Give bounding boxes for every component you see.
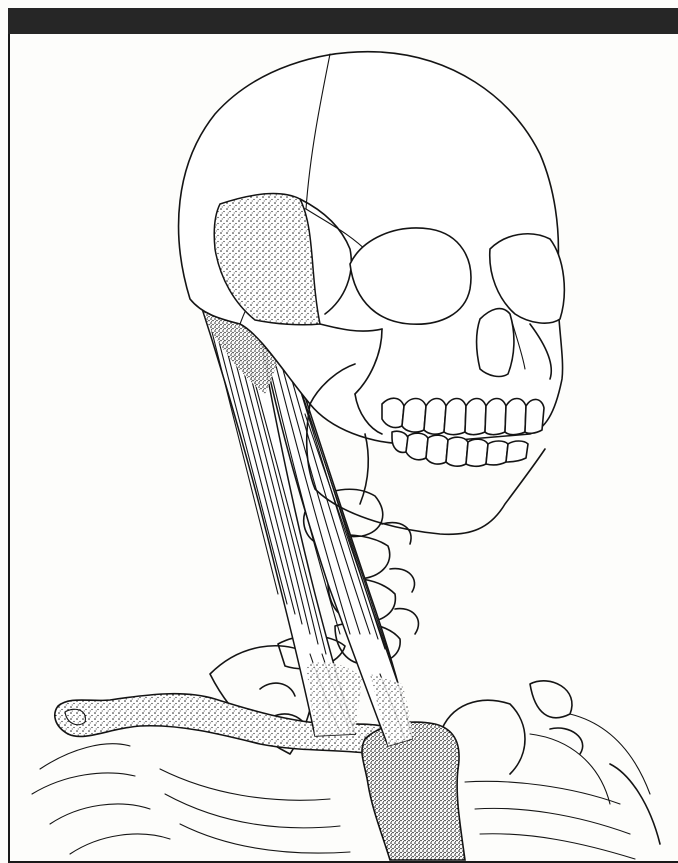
- nasal-cavity: [477, 309, 514, 377]
- upper-teeth: [382, 398, 544, 434]
- skull-neck-muscle-illustration: [10, 34, 676, 861]
- header-bar: [8, 8, 678, 34]
- sternum: [362, 722, 465, 860]
